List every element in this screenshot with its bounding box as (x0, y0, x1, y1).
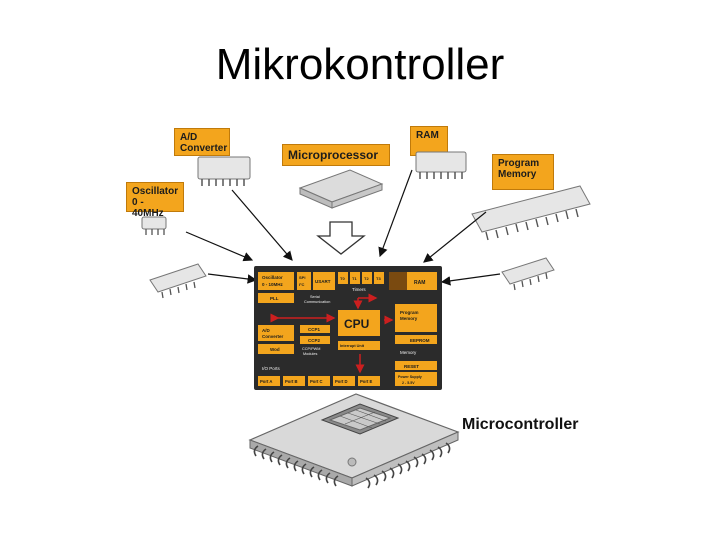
bd-t1: T1 (352, 276, 357, 281)
bd-pm-1: Program (400, 310, 419, 315)
bd-t0: T0 (340, 276, 345, 281)
microcontroller-label: Microcontroller (462, 416, 579, 433)
bd-timers-label: Timers (352, 287, 366, 292)
down-arrow-icon (316, 221, 366, 255)
bd-oscillator-1: Oscillator (262, 275, 283, 280)
bd-port-c: Port C (310, 379, 323, 384)
arrow-program-memory (423, 211, 487, 263)
bd-pll: PLL (270, 296, 279, 301)
bd-memory: Memory (400, 350, 417, 355)
block-diagram: Oscillator 0 - 10MHz SPI I²C USART T0 T1… (254, 266, 442, 390)
adc-label: A/D Converter (174, 128, 230, 156)
adc-chip-icon (197, 156, 251, 186)
bd-ram: RAM (414, 280, 425, 286)
bd-spi-2: I²C (299, 282, 304, 287)
bd-serial-1: Serial (310, 295, 320, 299)
bd-usart: USART (315, 279, 331, 284)
bd-power-1: Power Supply (398, 375, 422, 379)
bd-cpu: CPU (344, 317, 369, 331)
program-memory-line1: Program (498, 158, 540, 169)
arrows (185, 169, 501, 286)
oscillator-label-line1: Oscillator (132, 186, 179, 197)
bd-t2: T2 (364, 276, 369, 281)
bd-adc-1: A/D (262, 328, 271, 333)
bd-eeprom: EEPROM (410, 338, 430, 343)
oscillator-label-line2: 0 - 40MHz (132, 197, 164, 219)
bd-power-2: 2 - 5.5V (402, 381, 415, 385)
ram-chip-icon (415, 151, 467, 179)
microprocessor-label: Microprocessor (282, 144, 390, 166)
bd-port-a: Port A (260, 379, 272, 384)
bd-wdt: Wod (270, 347, 280, 352)
left-chip-icon (149, 263, 207, 299)
oscillator-chip-icon (141, 216, 167, 235)
bd-ccppwm-2: Modules (303, 352, 317, 356)
adc-label-line2: Converter (180, 143, 228, 154)
ram-label-text: RAM (416, 130, 439, 141)
bd-pm-2: Memory (400, 316, 418, 321)
bd-ccp2: CCP2 (308, 338, 321, 343)
bd-oscillator-2: 0 - 10MHz (262, 282, 284, 287)
bd-io-ports: I/O Ports (262, 366, 281, 371)
program-memory-line2: Memory (498, 169, 537, 180)
bd-reset: RESET (404, 364, 419, 369)
arrow-oscillator (185, 231, 254, 262)
arrow-ram (378, 169, 413, 258)
program-memory-label: Program Memory (492, 154, 554, 190)
bd-interrupt: Interrupt Unit (340, 344, 365, 348)
bd-port-e: Port E (360, 379, 373, 384)
bd-ccppwm-1: CCP/PWM (302, 347, 320, 351)
bd-serial-2: Communication (304, 300, 330, 304)
program-memory-chip-icon (471, 185, 591, 241)
page-title: Mikrokontroller (215, 40, 505, 89)
arrow-left-chip (207, 273, 258, 284)
oscillator-label: Oscillator 0 - 40MHz (126, 182, 184, 219)
microcontroller-chip-icon (248, 393, 460, 489)
arrow-adc (231, 189, 293, 261)
bd-port-b: Port B (285, 379, 298, 384)
adc-label-line1: A/D (180, 132, 198, 143)
bd-spi-1: SPI (299, 275, 305, 280)
bd-adc-2: Converter (262, 334, 284, 339)
microprocessor-label-text: Microprocessor (288, 148, 379, 162)
right-chip-icon (501, 257, 555, 291)
bd-port-d: Port D (335, 379, 348, 384)
bd-ccp1: CCP1 (308, 327, 321, 332)
bd-t3: T3 (376, 276, 381, 281)
arrow-right-chip (440, 273, 501, 286)
microprocessor-chip-icon (298, 169, 384, 209)
